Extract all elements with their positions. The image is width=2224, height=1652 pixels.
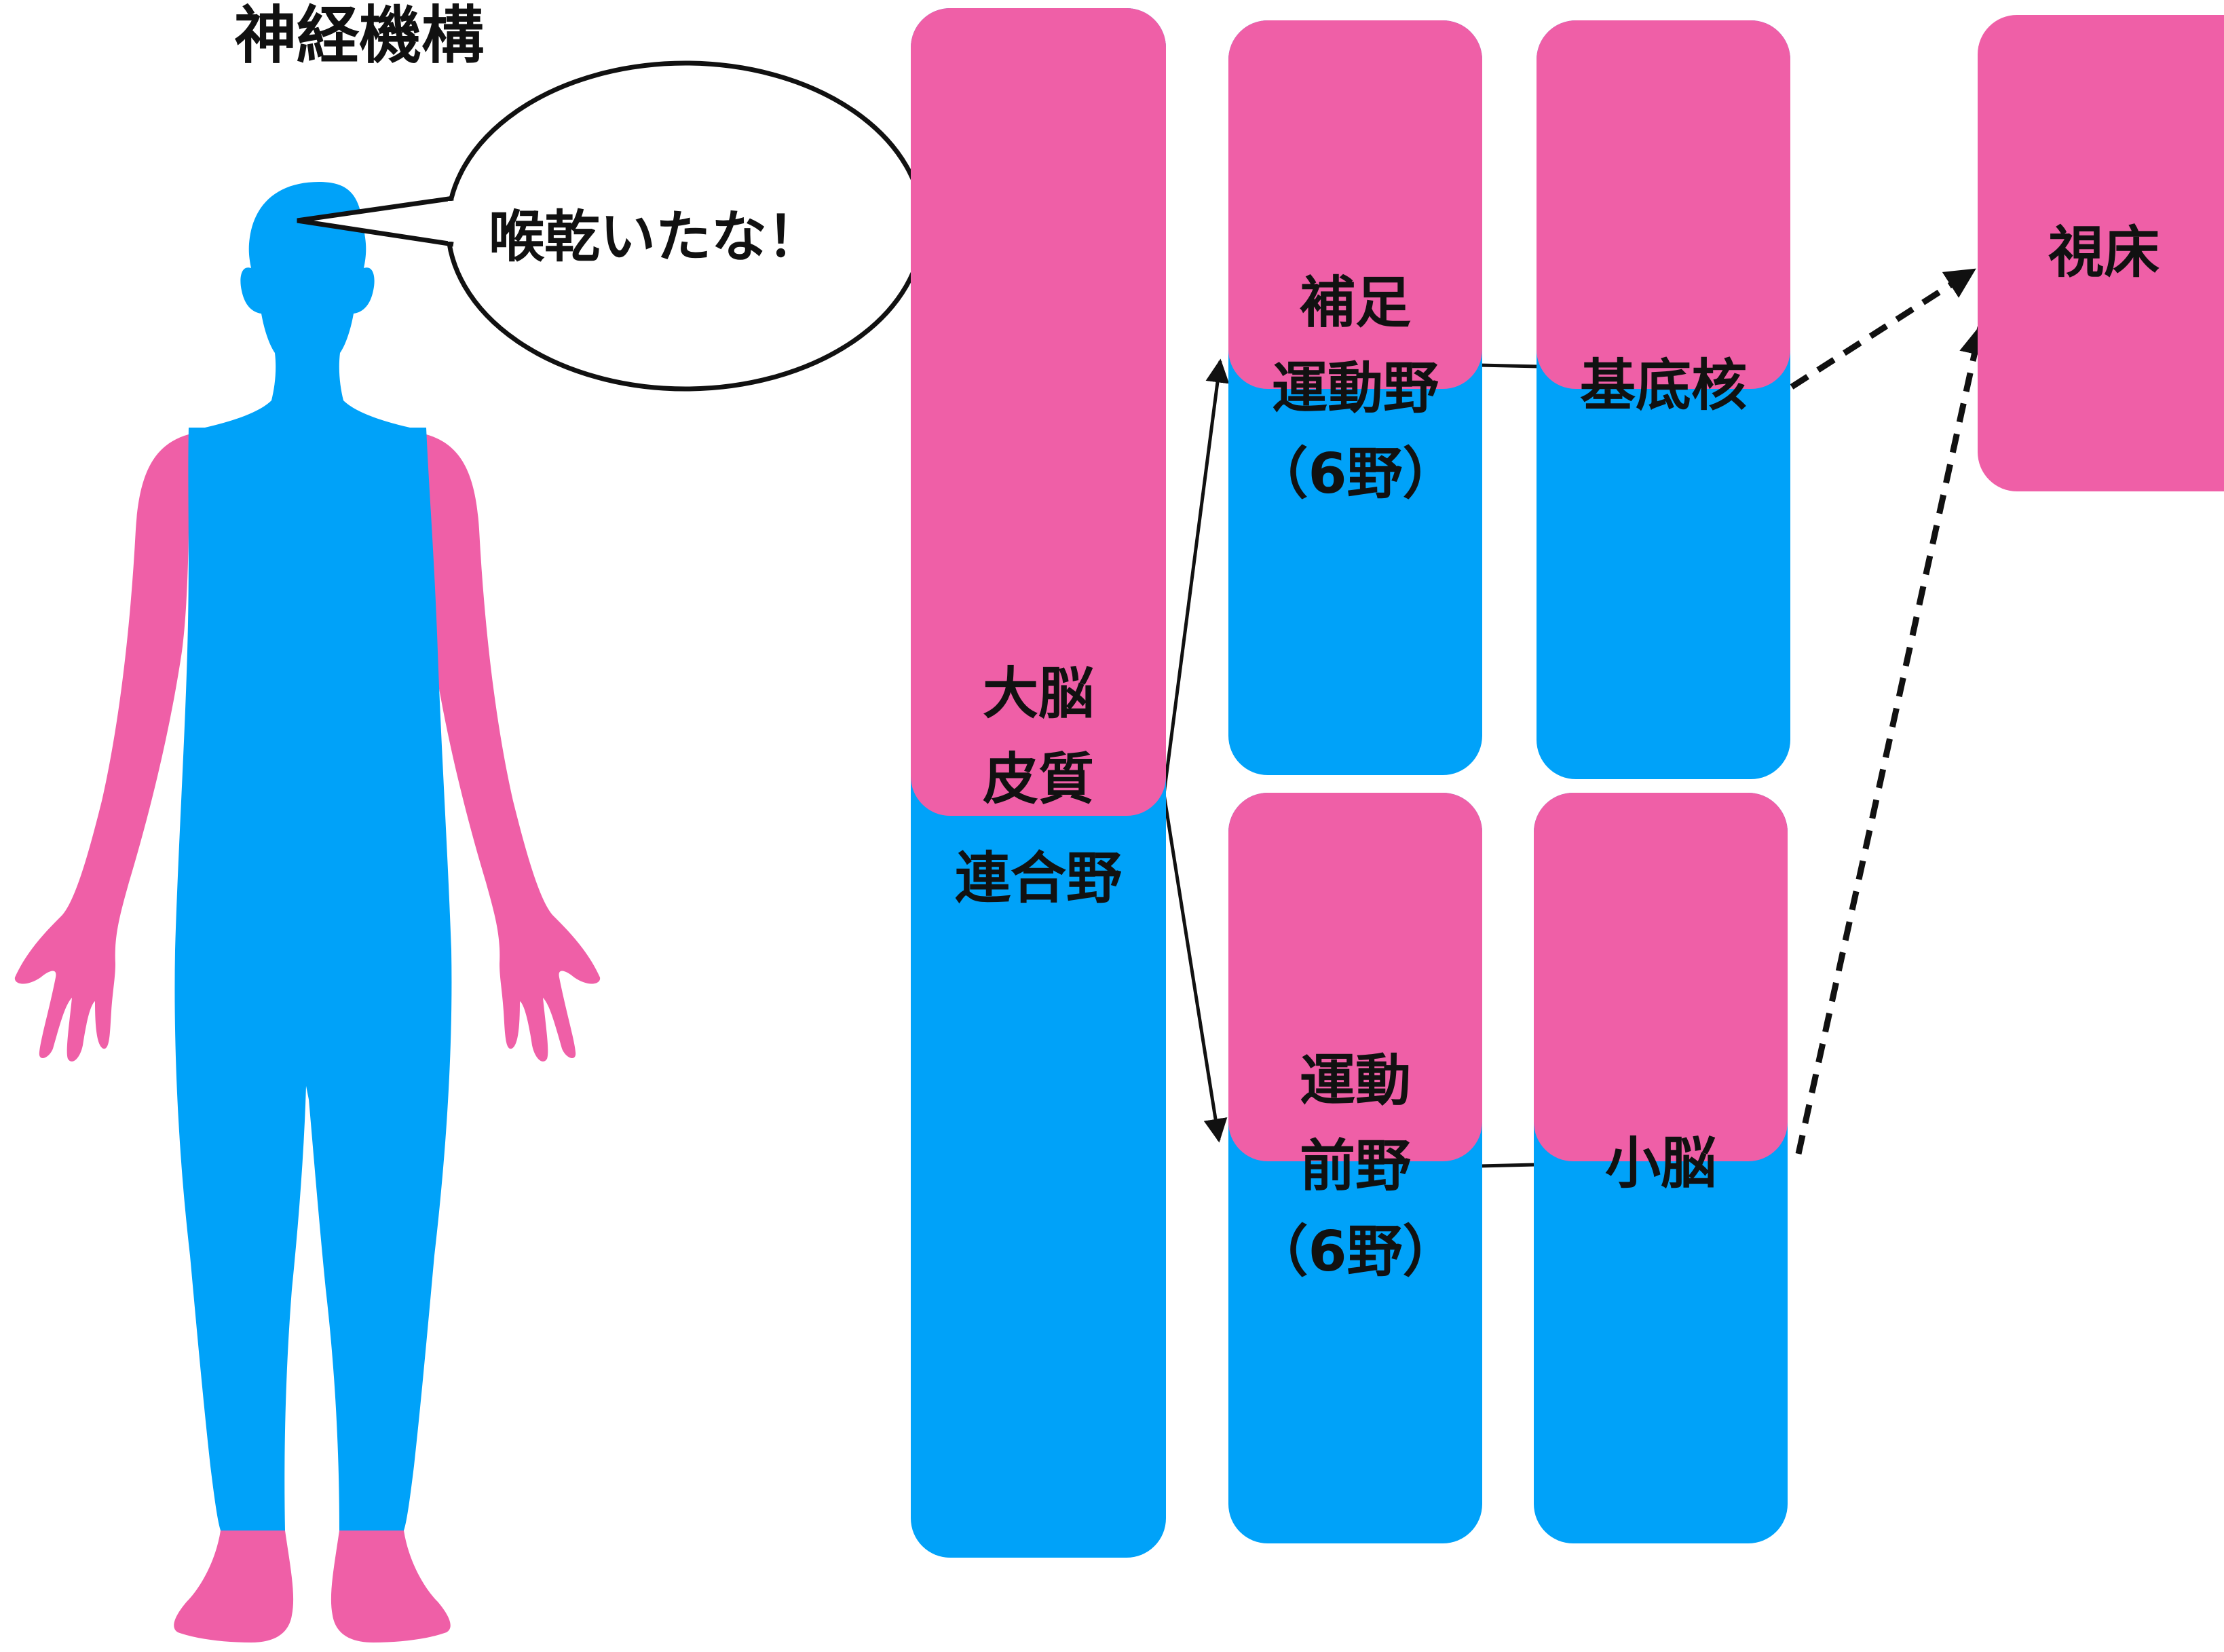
cortex-box — [911, 8, 1166, 1558]
thalamus-box — [1978, 15, 2224, 491]
head — [189, 182, 426, 434]
line-sma-to-basal-ganglia — [1479, 363, 1540, 369]
sma-box — [1228, 20, 1482, 775]
basal-ganglia-box — [1537, 20, 1790, 779]
cerebellum-box — [1534, 793, 1788, 1543]
page-title: 神経機構 — [234, 0, 485, 72]
speech-bubble-text: 喉乾いたな！ — [489, 205, 823, 269]
sma-label-1: 補足 — [1299, 271, 1411, 335]
dashed-arrow-basal-ganglia-to-thalamus — [1790, 267, 1976, 390]
line-premotor-to-cerebellum — [1479, 1163, 1536, 1168]
speech-bubble-tail — [297, 195, 454, 247]
dashed-arrow-cerebellum-to-thalamus — [1795, 324, 1990, 1154]
torso-and-legs — [174, 428, 452, 1531]
basal-ganglia-label: 基底核 — [1579, 354, 1747, 418]
sma-label-3: （6野） — [1252, 442, 1458, 506]
premotor-label-1: 運動 — [1299, 1049, 1411, 1113]
premotor-label-3: （6野） — [1252, 1220, 1458, 1284]
arrow-cortex-to-premotor — [1162, 793, 1228, 1143]
sma-label-2: 運動野 — [1271, 356, 1439, 421]
left-foot — [174, 1531, 294, 1642]
premotor-box — [1228, 793, 1482, 1543]
premotor-label-2: 前野 — [1299, 1134, 1411, 1199]
left-arm — [14, 434, 189, 1062]
cerebellum-label: 小脳 — [1604, 1131, 1716, 1196]
cortex-label-2: 皮質 — [982, 747, 1094, 812]
thalamus-label: 視床 — [2048, 221, 2160, 285]
right-foot — [331, 1531, 451, 1642]
cortex-label-1: 大脳 — [982, 662, 1094, 726]
right-arm — [426, 434, 601, 1062]
cortex-label-3: 連合野 — [954, 846, 1122, 911]
arrow-cortex-to-sma — [1162, 358, 1230, 795]
